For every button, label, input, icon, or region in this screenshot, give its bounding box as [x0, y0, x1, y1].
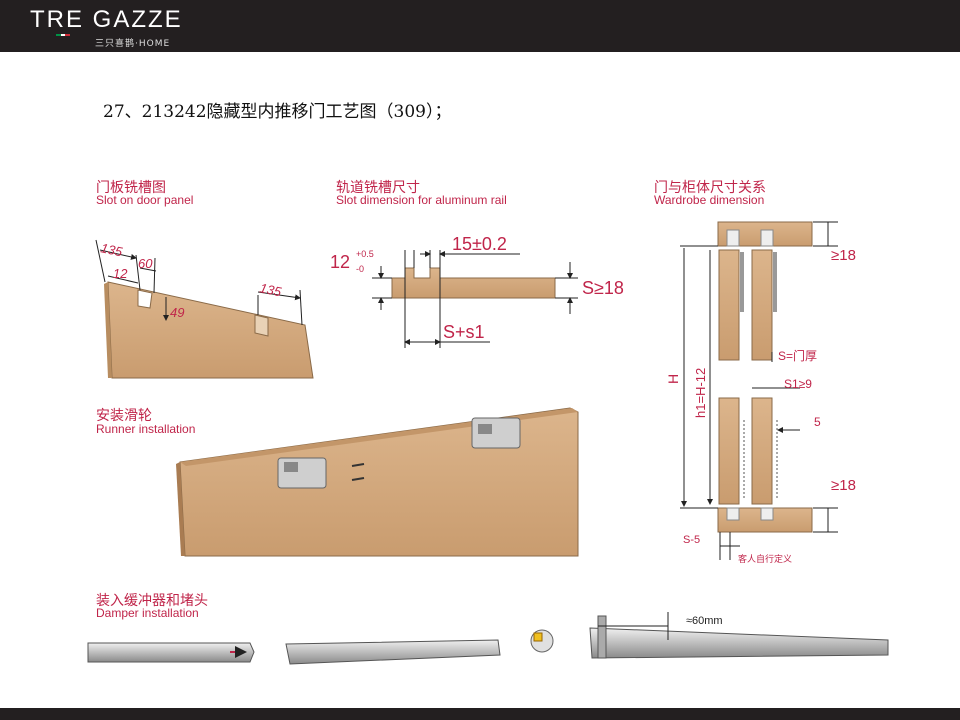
runner-title-en: Runner installation	[96, 422, 196, 436]
dim-12-rail: 12	[330, 252, 350, 272]
dim-60mm: ≈60mm	[686, 615, 723, 627]
dim-h1: h1=H-12	[693, 368, 708, 418]
wardrobe-title-en: Wardrobe dimension	[654, 193, 765, 207]
dim-60: 60	[138, 256, 153, 271]
rail-segment-2	[285, 639, 501, 665]
dim-h: H	[665, 374, 681, 384]
rail-segment-3	[589, 627, 889, 659]
wardrobe-title-zh: 门与柜体尺寸关系	[654, 180, 766, 196]
dim-49: 49	[170, 305, 184, 320]
logo-flag-accent	[56, 34, 70, 36]
dim-12: 12	[113, 266, 128, 281]
wardrobe-drawing: ≥18 S=门厚 S1≥9 5 ≥18 H h1=H-12 S-5 客人自行定义	[665, 221, 856, 564]
dim-door-thickness: S=门厚	[778, 348, 817, 363]
dim-top-18: ≥18	[831, 247, 856, 264]
rail-slot-title-zh: 轨道铣槽尺寸	[336, 180, 420, 196]
dim-s1: S1≥9	[784, 377, 812, 391]
door-right-upper	[751, 249, 773, 361]
damper-title-en: Damper installation	[96, 606, 199, 620]
dim-customer-defined: 客人自行定义	[738, 553, 792, 564]
dim-12-sup: +0.5	[356, 249, 374, 259]
header-bar: TRE GAZZE 三只喜鹊·HOME	[0, 0, 960, 52]
dim-15: 15±0.2	[452, 234, 507, 254]
runner-drawing	[176, 407, 579, 557]
rail-slot-title-en: Slot dimension for aluminum rail	[336, 193, 507, 207]
brand-subtitle: 三只喜鹊·HOME	[95, 39, 171, 49]
door-panel-edge	[104, 282, 112, 378]
door-left-upper	[718, 249, 740, 361]
rail-slot-profile	[391, 267, 556, 299]
dim-135-right: 135	[258, 280, 283, 299]
damper-drawing: ≈60mm	[87, 612, 889, 665]
door-right-lower	[751, 397, 773, 505]
slot-door-title-en: Slot on door panel	[96, 193, 194, 207]
page-title: 27、213242隐藏型内推移门工艺图（309）；	[103, 102, 452, 122]
slot-notch-left	[137, 289, 153, 309]
slot-notch-right	[254, 314, 269, 337]
dim-s18: S≥18	[582, 278, 624, 298]
dim-s-5: S-5	[683, 534, 700, 546]
dim-5: 5	[814, 415, 821, 429]
slot-door-title-zh: 门板铣槽图	[96, 180, 166, 196]
damper-title-zh: 装入缓冲器和堵头	[96, 593, 208, 609]
dim-s-s1: S+s1	[443, 322, 485, 342]
dim-bottom-18: ≥18	[831, 477, 856, 494]
dim-135-left: 135	[99, 240, 124, 259]
rail-segment-1	[87, 642, 255, 663]
rail-slot-drawing: 15±0.2 12 +0.5 -0 S≥18 S+s1	[330, 234, 624, 348]
dim-12-sub: -0	[356, 264, 364, 274]
door-left-lower	[718, 397, 740, 505]
runner-title-zh: 安装滑轮	[96, 408, 152, 424]
footer-bar	[0, 708, 960, 720]
slot-door-drawing: 135 12 60 49 135	[95, 239, 314, 379]
brand-logo: TRE GAZZE	[30, 6, 183, 33]
